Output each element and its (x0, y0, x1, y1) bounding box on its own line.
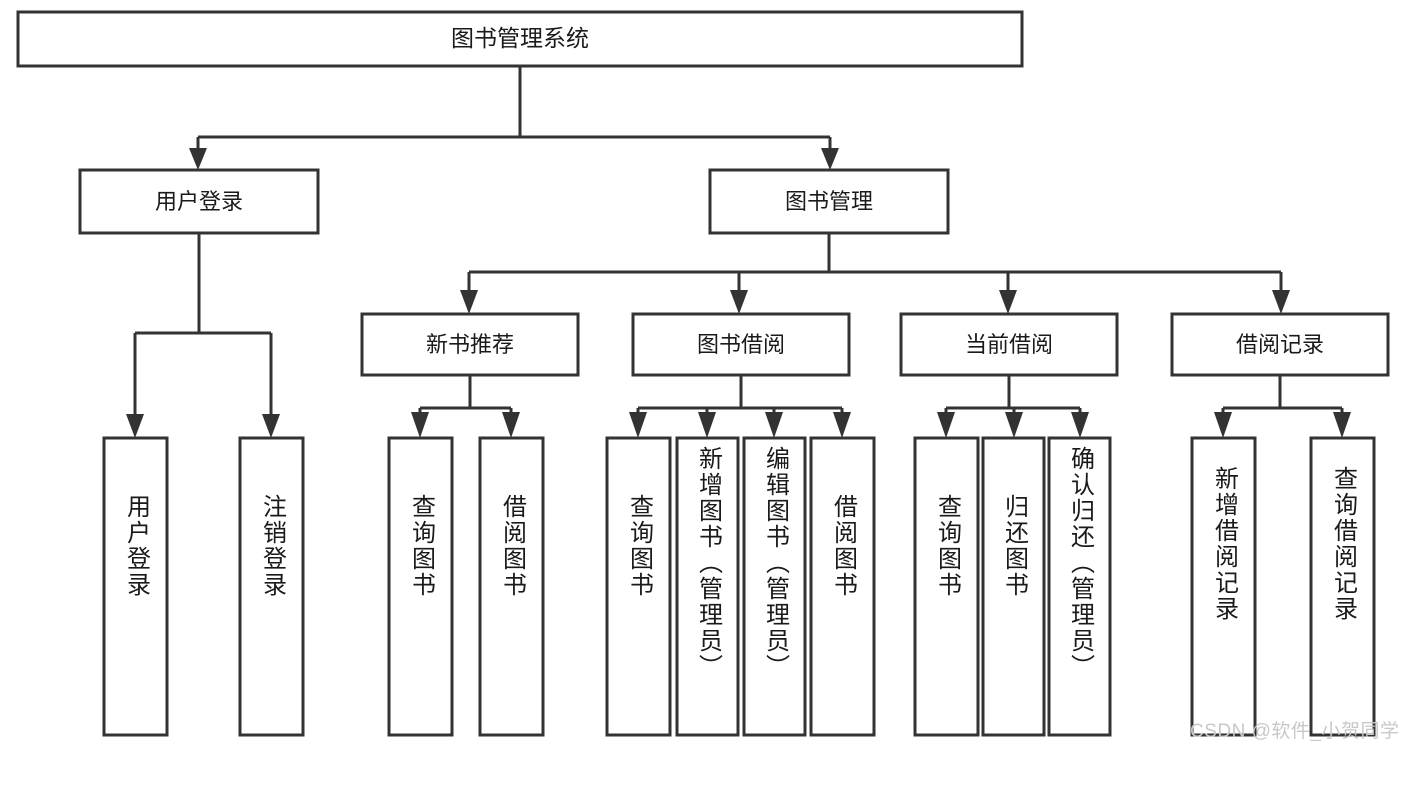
leaf-box-bb-2[interactable] (742, 436, 807, 737)
node-current-borrow[interactable]: 当前借阅 (899, 312, 1119, 377)
node-book-borrow-box[interactable] (631, 312, 851, 377)
leaf-box-user-login-1[interactable] (238, 436, 305, 737)
node-new-book-recommend-box[interactable] (360, 312, 580, 377)
node-book-borrow[interactable]: 图书借阅 (631, 312, 851, 377)
arrow-head-current-borrow (999, 290, 1017, 314)
leaf-box-user-login-0[interactable] (102, 436, 169, 737)
arrow-head-book-borrow (730, 290, 748, 314)
arrow-head-new-book-recommend (460, 290, 478, 314)
watermark-text: CSDN @软件_小贺同学 (1190, 721, 1400, 742)
arrow-head-bb-leaf-0 (629, 412, 647, 438)
leaf-box-nbr-1[interactable] (478, 436, 545, 737)
arrow-head-br-leaf-1 (1333, 412, 1351, 438)
node-user-login-label: 用户登录 (155, 189, 243, 214)
node-book-borrow-label: 图书借阅 (697, 332, 785, 357)
leaf-box-cb-0[interactable] (913, 436, 980, 737)
node-new-book-recommend-label: 新书推荐 (426, 332, 514, 357)
node-borrow-record-label: 借阅记录 (1236, 332, 1324, 357)
leaf-box-br-0[interactable] (1190, 436, 1257, 737)
node-borrow-record[interactable]: 借阅记录 (1170, 312, 1390, 377)
connector-group-root (189, 66, 839, 170)
node-book-management[interactable]: 图书管理 (708, 168, 950, 235)
arrow-head-bb-leaf-3 (833, 412, 851, 438)
node-root-box[interactable] (16, 10, 1024, 68)
leaf-boxes (102, 436, 1376, 737)
diagram-canvas: 用户登录 图书管理 (16, 10, 1390, 737)
leaf-box-cb-1[interactable] (981, 436, 1046, 737)
arrow-head-nbr-leaf-0 (411, 412, 429, 438)
arrow-head-user-login-leaf-0 (126, 414, 144, 438)
leaf-box-nbr-0[interactable] (387, 436, 454, 737)
node-user-login[interactable]: 用户登录 (78, 168, 320, 235)
arrow-head-bb-leaf-2 (765, 412, 783, 438)
connector-group-new-book-recommend (411, 375, 520, 438)
arrow-head-user-login-leaf-1 (262, 414, 280, 438)
arrow-head-book-mgmt (821, 148, 839, 170)
node-root-label: 图书管理系统 (451, 25, 589, 51)
connector-group-current-borrow (937, 375, 1089, 438)
arrow-head-bb-leaf-1 (698, 412, 716, 438)
node-current-borrow-box[interactable] (899, 312, 1119, 377)
arrow-head-nbr-leaf-1 (502, 412, 520, 438)
connector-group-borrow-record (1214, 375, 1351, 438)
leaf-box-bb-3[interactable] (809, 436, 876, 737)
connector-group-book-borrow (629, 375, 851, 438)
leaf-box-bb-1[interactable] (675, 436, 740, 737)
leaf-box-cb-2[interactable] (1047, 436, 1112, 737)
arrow-head-cb-leaf-2 (1071, 412, 1089, 438)
connector-group-book-management (460, 233, 1290, 314)
arrow-head-cb-leaf-1 (1005, 412, 1023, 438)
node-current-borrow-label: 当前借阅 (965, 332, 1053, 357)
connector-group-user-login (126, 233, 280, 438)
node-user-login-box[interactable] (78, 168, 320, 235)
arrow-head-borrow-record (1272, 290, 1290, 314)
arrow-head-user-login (189, 148, 207, 170)
node-book-management-label: 图书管理 (785, 189, 873, 214)
node-new-book-recommend[interactable]: 新书推荐 (360, 312, 580, 377)
leaf-box-bb-0[interactable] (605, 436, 672, 737)
node-borrow-record-box[interactable] (1170, 312, 1390, 377)
leaf-box-br-1[interactable] (1309, 436, 1376, 737)
node-root-system[interactable]: 图书管理系统 (16, 10, 1024, 68)
arrow-head-br-leaf-0 (1214, 412, 1232, 438)
diagram-root: 用户登录 图书管理 (16, 10, 1400, 742)
arrow-head-cb-leaf-0 (937, 412, 955, 438)
